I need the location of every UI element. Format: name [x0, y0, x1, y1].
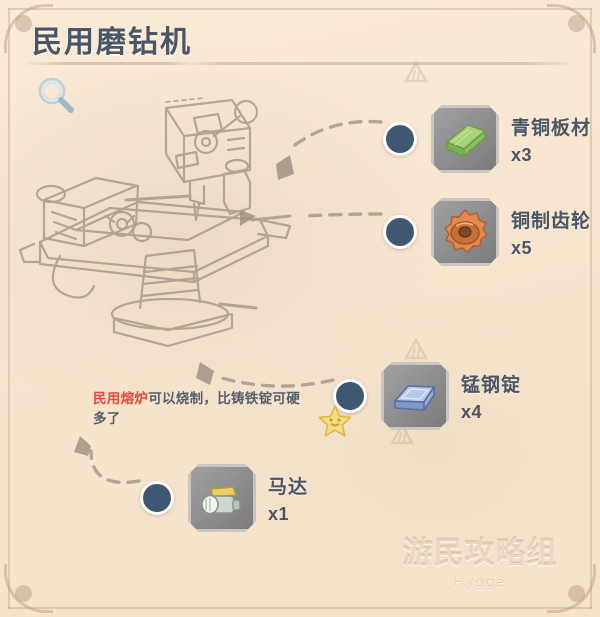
- material-row[interactable]: 青铜板材 x3: [383, 105, 591, 173]
- page-title: 民用磨钻机: [32, 26, 192, 59]
- annotation-highlight: 民用熔炉: [93, 391, 149, 406]
- material-name: 马达: [268, 476, 309, 498]
- copper-gear-icon: [443, 208, 489, 253]
- material-icon-frame[interactable]: [188, 464, 256, 532]
- material-icon-frame[interactable]: [431, 105, 499, 173]
- material-text: 锰钢锭 x4: [461, 370, 521, 423]
- material-text: 马达 x1: [268, 472, 308, 525]
- star-sticker-icon: [318, 405, 352, 437]
- corner-ornament-bottom-left: [4, 564, 53, 613]
- material-quantity: x5: [511, 237, 533, 258]
- magnifier-icon[interactable]: [32, 72, 80, 120]
- title-divider: [26, 62, 571, 65]
- corner-dot-top-right: [568, 15, 585, 32]
- material-node-dot[interactable]: [383, 215, 417, 249]
- corner-dot-bottom-left: [15, 585, 32, 602]
- motor-icon: [201, 486, 241, 515]
- material-icon-frame[interactable]: [431, 198, 499, 266]
- watermark-sub: Hygge: [453, 574, 507, 591]
- annotation-note: 民用熔炉可以烧制，比铸铁锭可硬多了: [93, 389, 311, 429]
- manganese-steel-ingot-icon: [394, 385, 435, 411]
- material-node-dot[interactable]: [383, 122, 417, 156]
- material-icon-frame[interactable]: [381, 362, 449, 430]
- material-name: 铜制齿轮: [511, 210, 592, 232]
- material-node-dot[interactable]: [333, 379, 367, 413]
- material-name: 青铜板材: [511, 117, 592, 139]
- material-row[interactable]: 铜制齿轮 x5: [383, 198, 591, 266]
- corner-dot-bottom-right: [568, 585, 585, 602]
- material-text: 铜制齿轮 x5: [511, 206, 591, 259]
- bronze-plate-icon: [446, 124, 486, 157]
- frame-edge-bottom: [8, 607, 592, 609]
- material-row[interactable]: 马达 x1: [140, 464, 308, 532]
- material-name: 锰钢锭: [461, 374, 522, 396]
- frame-edge-top: [8, 8, 592, 10]
- triangle-mark-icon: [404, 338, 428, 360]
- watermark-main: 游民攻略组: [402, 537, 558, 570]
- material-quantity: x4: [461, 401, 483, 422]
- frame-edge-left: [8, 8, 10, 609]
- annotation-text: 可以烧制，比铸铁锭可硬多了: [93, 391, 301, 426]
- material-row[interactable]: 锰钢锭 x4: [333, 362, 521, 430]
- watermark: 游民攻略组 Hygge: [390, 528, 570, 591]
- material-quantity: x3: [511, 144, 533, 165]
- corner-ornament-top-right: [547, 4, 596, 53]
- machine-blueprint-illustration: [18, 97, 292, 348]
- material-text: 青铜板材 x3: [511, 113, 591, 166]
- material-node-dot[interactable]: [140, 481, 174, 515]
- material-quantity: x1: [268, 503, 290, 524]
- frame-edge-right: [590, 8, 592, 609]
- corner-ornament-bottom-right: [547, 564, 596, 613]
- corner-dot-top-left: [15, 15, 32, 32]
